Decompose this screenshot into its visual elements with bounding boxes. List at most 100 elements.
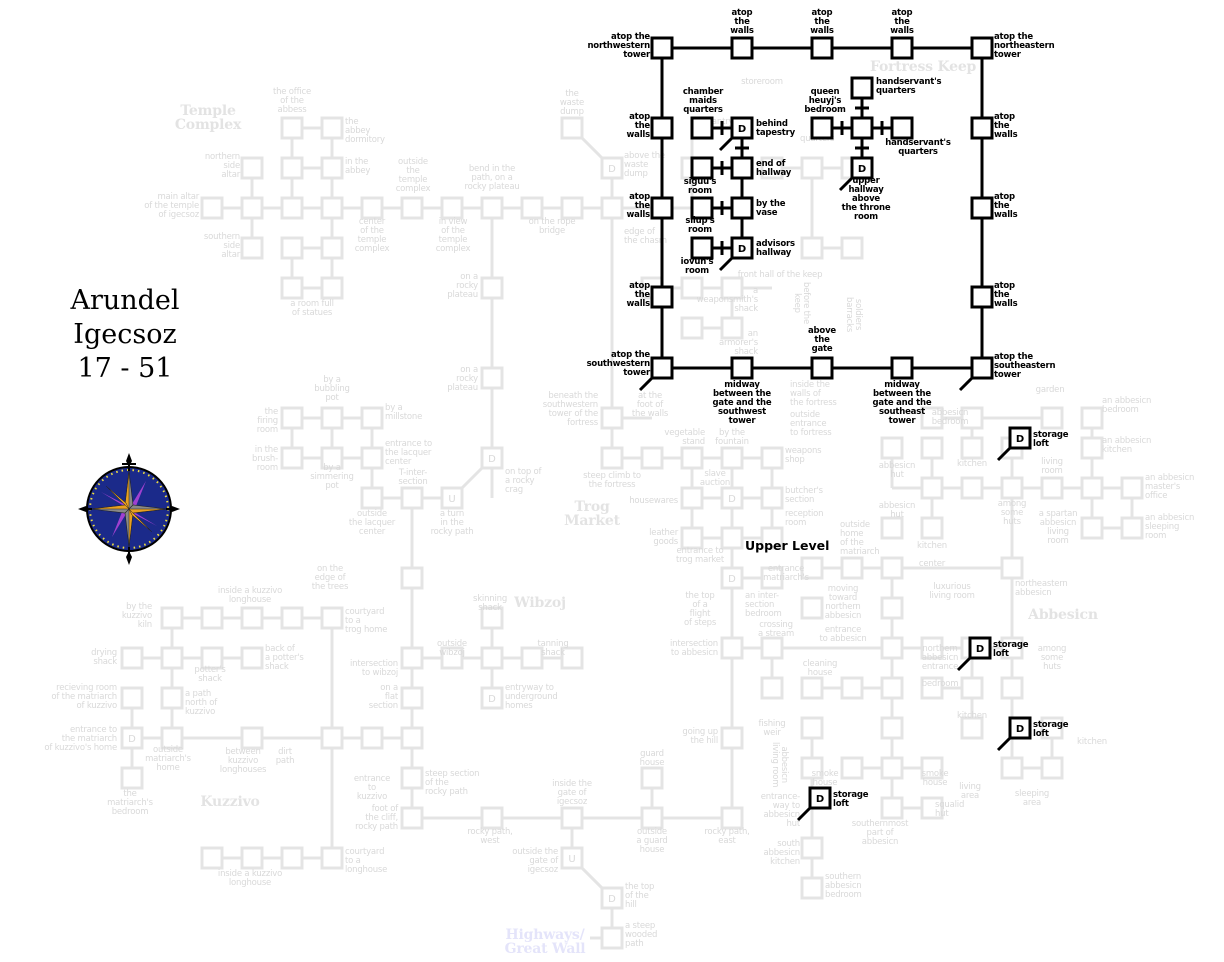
faded-room-node	[800, 156, 824, 180]
faded-room-node	[880, 636, 904, 660]
faded-room-label: smoke house	[921, 769, 949, 788]
room-node[interactable]	[970, 356, 994, 380]
faded-room-node	[720, 446, 744, 470]
faded-room-node	[1080, 406, 1104, 430]
faded-room-node	[240, 236, 264, 260]
room-node[interactable]	[810, 36, 834, 60]
faded-room-node	[600, 156, 624, 180]
room-node[interactable]	[970, 285, 994, 309]
faded-room-node	[640, 766, 664, 790]
faded-room-label: steep section of the rocky path	[425, 769, 480, 797]
room-label: behind tapestry	[756, 119, 795, 138]
room-node[interactable]	[730, 36, 754, 60]
room-node[interactable]	[850, 76, 874, 100]
faded-room-node	[160, 726, 184, 750]
room-node[interactable]	[730, 156, 754, 180]
faded-room-label: an inter- section	[745, 591, 779, 610]
faded-room-node	[720, 526, 744, 550]
storage-loft-node[interactable]	[968, 636, 992, 660]
room-node[interactable]	[970, 196, 994, 220]
faded-room-label: inside the walls of the fortress	[790, 380, 837, 408]
faded-exit-marker: D	[608, 894, 616, 905]
faded-room-node	[320, 406, 344, 430]
room-node[interactable]	[650, 116, 674, 140]
room-label: atop the walls	[626, 192, 651, 220]
faded-room-label: southern abbesicn bedroom	[825, 872, 862, 900]
faded-room-label: on the edge of the trees	[311, 564, 349, 592]
faded-room-node	[920, 436, 944, 460]
room-node[interactable]	[810, 356, 834, 380]
faded-room-label: steep climb to the fortress	[583, 471, 641, 490]
faded-room-node	[280, 406, 304, 430]
faded-room-node	[160, 606, 184, 630]
faded-room-label: inside a kuzzivo longhouse	[217, 869, 283, 888]
faded-room-node	[280, 156, 304, 180]
room-label: atop the northwestern tower	[587, 32, 650, 60]
room-node[interactable]	[650, 285, 674, 309]
faded-room-node	[360, 196, 384, 220]
room-node[interactable]	[690, 236, 714, 260]
room-node[interactable]	[850, 116, 874, 140]
room-label: atop the walls	[994, 112, 1018, 140]
faded-room-label: on the rope bridge	[528, 217, 576, 236]
faded-room-node	[160, 646, 184, 670]
faded-room-node	[800, 596, 824, 620]
faded-room-node	[1000, 476, 1024, 500]
faded-room-node	[560, 196, 584, 220]
faded-room-label: entrance- way to abbesicn hut	[760, 792, 800, 829]
faded-room-label: the top of a flight of steps	[683, 591, 717, 628]
room-label: iovuh's room	[680, 257, 714, 276]
region-name: Highways/ Great Wall	[504, 927, 586, 957]
faded-room-node	[960, 716, 984, 740]
faded-room-label: rocky path, east	[704, 827, 750, 846]
room-node[interactable]	[730, 116, 754, 140]
faded-room-node	[160, 686, 184, 710]
room-node[interactable]	[690, 156, 714, 180]
faded-room-node	[560, 806, 584, 830]
faded-room-label: outside matriarch's home	[145, 745, 191, 773]
faded-room-node	[520, 196, 544, 220]
faded-room-label: storeroom	[741, 77, 783, 87]
faded-room-label: kitchen	[917, 541, 947, 551]
room-node[interactable]	[890, 36, 914, 60]
room-label: atop the southwestern tower	[586, 350, 651, 378]
room-node[interactable]	[890, 356, 914, 380]
faded-room-label: outside entrance to fortress	[790, 410, 832, 438]
room-node[interactable]	[650, 356, 674, 380]
room-node[interactable]	[970, 36, 994, 60]
room-node[interactable]	[890, 116, 914, 140]
room-node[interactable]	[690, 196, 714, 220]
room-node[interactable]	[850, 156, 874, 180]
faded-room-node	[280, 606, 304, 630]
storage-loft-node[interactable]	[1008, 716, 1032, 740]
faded-room-node	[480, 366, 504, 390]
storage-loft-node[interactable]	[1008, 426, 1032, 450]
faded-room-node	[760, 566, 784, 590]
room-node[interactable]	[970, 116, 994, 140]
room-node[interactable]	[730, 236, 754, 260]
room-label: above the gate	[808, 326, 836, 354]
faded-room-node	[800, 556, 824, 580]
faded-room-node	[760, 486, 784, 510]
faded-room-node	[920, 676, 944, 700]
faded-room-node	[880, 596, 904, 620]
room-node[interactable]	[690, 116, 714, 140]
room-node[interactable]	[730, 356, 754, 380]
faded-room-node	[1000, 676, 1024, 700]
room-node[interactable]	[650, 196, 674, 220]
storage-loft-node[interactable]	[808, 786, 832, 810]
faded-room-label: recieving room of the matriarch of kuzzi…	[51, 683, 117, 711]
faded-room-label: in the abbey	[345, 157, 371, 176]
faded-room-node	[640, 446, 664, 470]
room-label: atop the walls	[994, 192, 1018, 220]
faded-room-node	[880, 436, 904, 460]
faded-room-node	[720, 806, 744, 830]
room-node[interactable]	[810, 116, 834, 140]
faded-room-node	[760, 446, 784, 470]
room-node[interactable]	[730, 196, 754, 220]
faded-room-label: an armorer's shack	[718, 329, 758, 357]
room-node[interactable]	[650, 36, 674, 60]
faded-room-label: inside a kuzzivo longhouse	[217, 586, 283, 605]
room-label: by the vase	[756, 199, 786, 218]
faded-room-node	[800, 756, 824, 780]
